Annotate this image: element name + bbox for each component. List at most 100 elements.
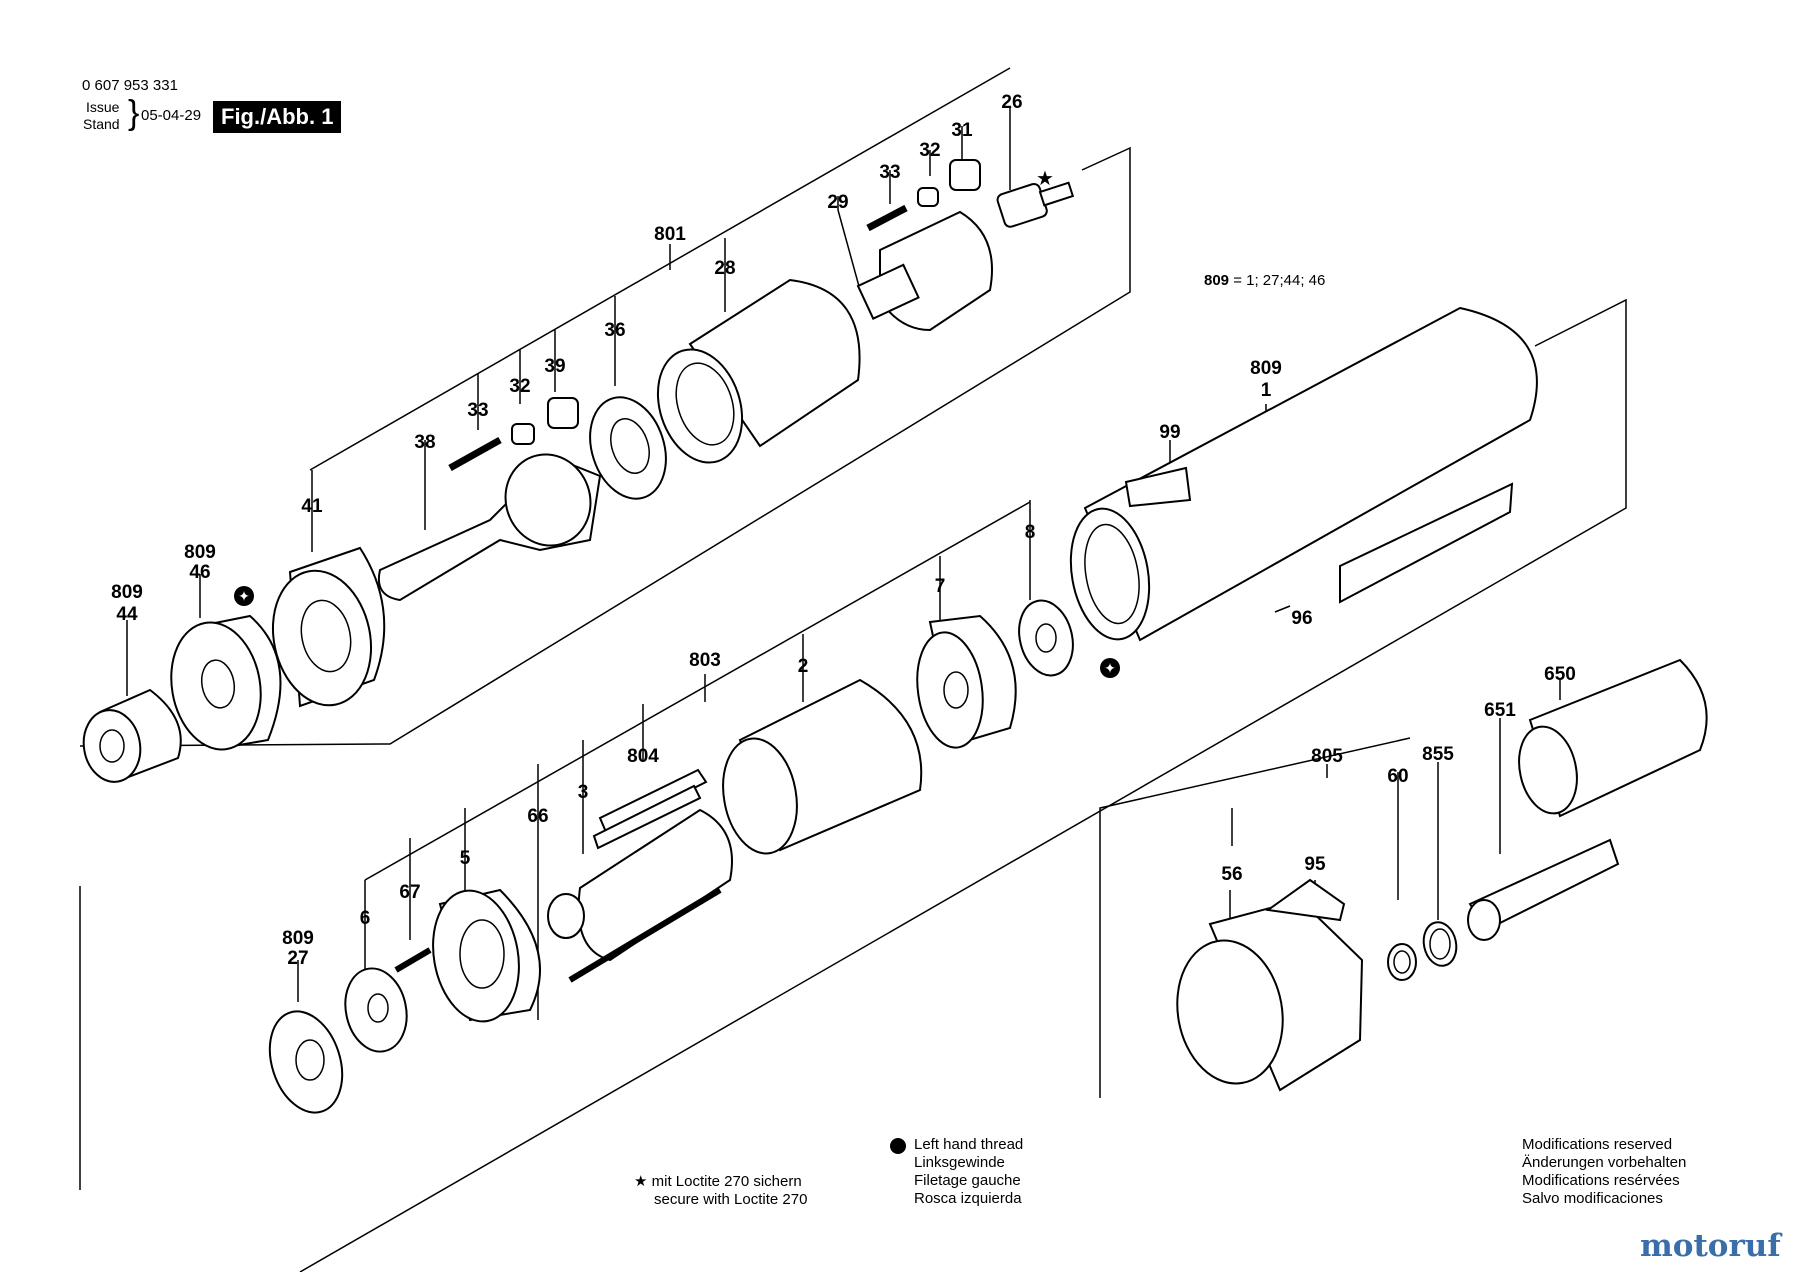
rotor-3 bbox=[547, 808, 733, 962]
pin-66 bbox=[568, 887, 722, 983]
hose-nipple-651 bbox=[1467, 838, 1620, 941]
callout-38: 38 bbox=[414, 432, 435, 453]
callout-66: 66 bbox=[527, 806, 548, 827]
watermark-logo: motoruf bbox=[1640, 1228, 1781, 1264]
stand-label: Stand bbox=[83, 116, 120, 132]
callout-36: 36 bbox=[604, 320, 625, 341]
callout-46: 46 bbox=[189, 562, 210, 583]
figure-badge: Fig./Abb. 1 bbox=[213, 101, 342, 133]
callout-27: 27 bbox=[287, 948, 308, 969]
callout-809-1: 809 bbox=[1250, 358, 1282, 379]
callout-41: 41 bbox=[301, 496, 323, 517]
screen-60 bbox=[1387, 943, 1417, 981]
mod-de: Änderungen vorbehalten bbox=[1522, 1154, 1687, 1171]
modifications-note: Modifications reserved Änderungen vorbeh… bbox=[1522, 1136, 1686, 1208]
callout-56: 56 bbox=[1221, 864, 1242, 885]
thread-fr: Filetage gauche bbox=[914, 1172, 1021, 1189]
left-thread-icon bbox=[890, 1138, 906, 1154]
callout-804: 804 bbox=[627, 746, 659, 767]
thread-de: Linksgewinde bbox=[914, 1154, 1005, 1171]
callout-33a: 33 bbox=[879, 162, 900, 183]
callout-7: 7 bbox=[935, 576, 946, 597]
callout-651: 651 bbox=[1484, 700, 1516, 721]
ring-gear-28 bbox=[656, 278, 861, 464]
left-thread-note: Left hand thread Linksgewinde Filetage g… bbox=[890, 1136, 1023, 1208]
callout-28: 28 bbox=[714, 258, 735, 279]
loctite-en: secure with Loctite 270 bbox=[654, 1191, 808, 1208]
set-note: 809 = 1; 27;44; 46 bbox=[1204, 272, 1325, 290]
nut-44 bbox=[82, 688, 182, 783]
callout-99: 99 bbox=[1159, 422, 1180, 443]
issue-date: 05-04-29 bbox=[141, 107, 202, 124]
left-thread-icon: ✦ bbox=[234, 586, 254, 606]
bearing-36 bbox=[589, 396, 667, 500]
callout-67: 67 bbox=[399, 882, 420, 903]
bearing-6 bbox=[344, 967, 408, 1053]
callout-1: 1 bbox=[1261, 380, 1272, 401]
inlet-leaders bbox=[1229, 680, 1561, 928]
brace: } bbox=[128, 94, 140, 132]
callout-29: 29 bbox=[827, 192, 848, 213]
loctite-de: mit Loctite 270 sichern bbox=[651, 1173, 802, 1190]
callout-809-44: 809 bbox=[111, 582, 143, 603]
end-plate-7 bbox=[916, 614, 1017, 749]
mod-es: Salvo modificaciones bbox=[1522, 1190, 1663, 1207]
thread-en: Left hand thread bbox=[914, 1136, 1024, 1153]
housing-1 bbox=[1069, 306, 1538, 642]
callout-8: 8 bbox=[1025, 522, 1036, 543]
set-note-value: = 1; 27;44; 46 bbox=[1233, 272, 1326, 289]
callout-32a: 32 bbox=[919, 140, 940, 161]
callout-805: 805 bbox=[1311, 746, 1343, 767]
inlet-assembly-frame bbox=[1099, 737, 1411, 1098]
thread-es: Rosca izquierda bbox=[914, 1190, 1022, 1207]
end-plate-5 bbox=[432, 888, 541, 1023]
planet-pins-upper bbox=[866, 159, 1075, 232]
callout-855: 855 bbox=[1422, 744, 1454, 765]
callout-96: 96 bbox=[1291, 608, 1312, 629]
callout-95: 95 bbox=[1304, 854, 1326, 875]
planet-pins-lower bbox=[448, 397, 579, 472]
callout-3: 3 bbox=[578, 782, 589, 803]
callouts: 801 28 29 33 32 31 26 36 39 32 33 38 41 … bbox=[111, 92, 1576, 969]
callout-809-46: 809 bbox=[184, 542, 216, 563]
upper-leaders bbox=[126, 108, 1011, 696]
washer-27 bbox=[268, 1010, 344, 1114]
callout-650: 650 bbox=[1544, 664, 1576, 685]
motor-assembly-frame bbox=[79, 298, 1627, 1272]
callout-2: 2 bbox=[798, 656, 809, 677]
callout-39: 39 bbox=[544, 356, 565, 377]
bearing-41 bbox=[271, 546, 386, 708]
star-icon: ★ bbox=[1036, 166, 1054, 190]
callout-801: 801 bbox=[654, 224, 686, 245]
star-icon: ★ bbox=[634, 1172, 648, 1190]
bearing-8 bbox=[1018, 599, 1074, 677]
symbols: ★ ✦ ✦ bbox=[234, 166, 1120, 678]
part-number: 0 607 953 331 bbox=[82, 77, 178, 94]
callout-5: 5 bbox=[460, 848, 471, 869]
pin-67 bbox=[394, 947, 432, 973]
callout-31: 31 bbox=[951, 120, 973, 141]
inlet-56 bbox=[1176, 878, 1364, 1092]
callout-809-27: 809 bbox=[282, 928, 314, 949]
spindle-38 bbox=[378, 453, 602, 602]
callout-803: 803 bbox=[689, 650, 721, 671]
svg-text:✦: ✦ bbox=[1104, 661, 1116, 677]
vanes-804 bbox=[592, 768, 708, 850]
upper-assembly-frame bbox=[79, 67, 1131, 747]
callout-60: 60 bbox=[1387, 766, 1408, 787]
mod-fr: Modifications resérvées bbox=[1522, 1172, 1680, 1189]
loctite-note: ★ mit Loctite 270 sichern secure with Lo… bbox=[634, 1172, 807, 1209]
silencer-650 bbox=[1518, 658, 1708, 818]
left-thread-icon: ✦ bbox=[1100, 658, 1120, 678]
callout-6: 6 bbox=[360, 908, 371, 929]
svg-text:✦: ✦ bbox=[238, 589, 250, 605]
callout-44: 44 bbox=[116, 604, 138, 625]
callout-33b: 33 bbox=[467, 400, 488, 421]
threaded-ring-46 bbox=[170, 614, 282, 751]
callout-26: 26 bbox=[1001, 92, 1022, 113]
issue-label: Issue bbox=[86, 99, 120, 115]
cylinder-2 bbox=[722, 678, 923, 855]
callout-32b: 32 bbox=[509, 376, 530, 397]
seal-ring-855 bbox=[1422, 921, 1458, 967]
